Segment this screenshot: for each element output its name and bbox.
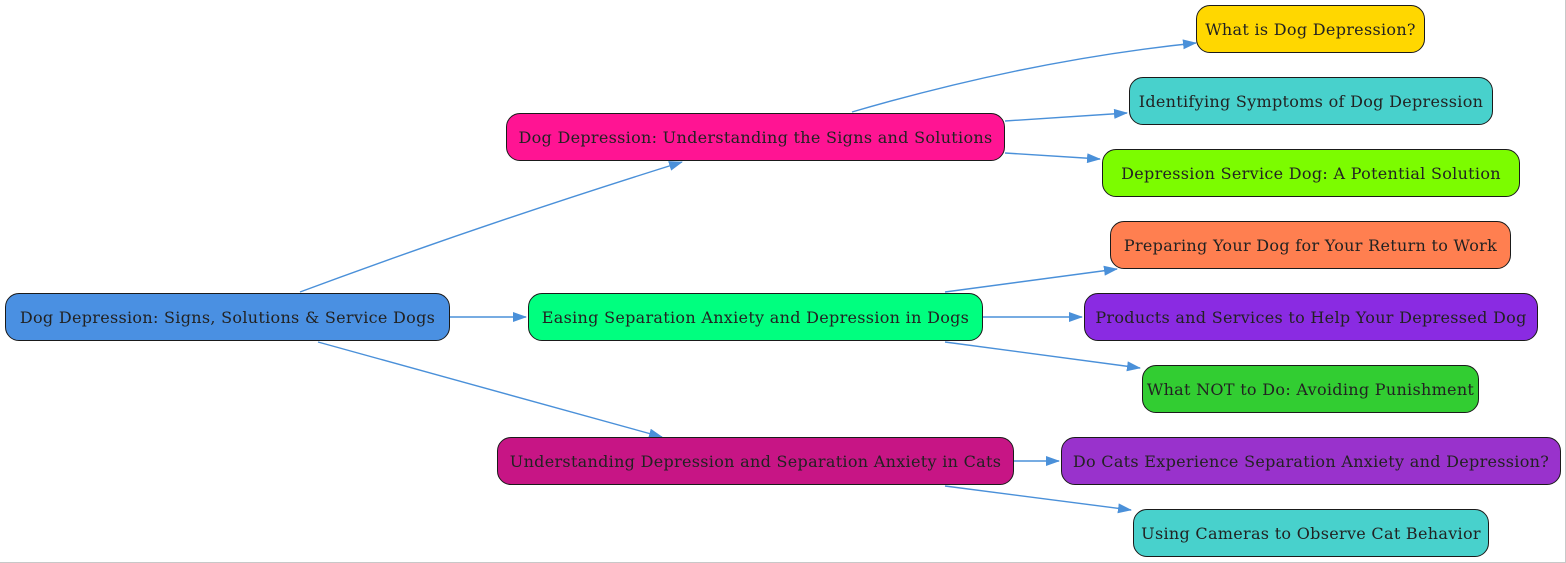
node-label: Identifying Symptoms of Dog Depression xyxy=(1138,91,1484,111)
node-identifying-symptoms: Identifying Symptoms of Dog Depression xyxy=(1129,77,1493,125)
node-return-to-work: Preparing Your Dog for Your Return to Wo… xyxy=(1110,221,1511,269)
edge-c-to-c2 xyxy=(944,485,1132,514)
node-label: Using Cameras to Observe Cat Behavior xyxy=(1141,523,1481,543)
node-root: Dog Depression: Signs, Solutions & Servi… xyxy=(5,293,450,341)
node-root-label: Dog Depression: Signs, Solutions & Servi… xyxy=(19,307,436,327)
node-label: Dog Depression: Understanding the Signs … xyxy=(518,127,993,147)
node-easing-separation-anxiety: Easing Separation Anxiety and Depression… xyxy=(528,293,983,341)
node-label: Preparing Your Dog for Your Return to Wo… xyxy=(1123,235,1498,255)
edge-root-to-a xyxy=(299,161,683,293)
edge-b-to-b3 xyxy=(944,341,1141,372)
node-what-is-dog-depression: What is Dog Depression? xyxy=(1196,5,1425,53)
node-products-and-services: Products and Services to Help Your Depre… xyxy=(1084,293,1538,341)
node-label: What is Dog Depression? xyxy=(1205,19,1416,39)
node-label: Understanding Depression and Separation … xyxy=(509,451,1002,471)
edge-root-to-c xyxy=(317,341,663,439)
node-label: Depression Service Dog: A Potential Solu… xyxy=(1121,163,1501,183)
node-label: Easing Separation Anxiety and Depression… xyxy=(541,307,970,327)
edge-a-to-a1 xyxy=(851,39,1197,113)
node-label: What NOT to Do: Avoiding Punishment xyxy=(1146,379,1475,399)
edge-a-to-a3 xyxy=(1004,152,1101,164)
node-cats-depression: Understanding Depression and Separation … xyxy=(497,437,1014,485)
edge-b-to-b1 xyxy=(944,265,1118,293)
node-cameras-cat-behavior: Using Cameras to Observe Cat Behavior xyxy=(1133,509,1489,557)
node-label: Do Cats Experience Separation Anxiety an… xyxy=(1072,451,1550,471)
node-service-dog-solution: Depression Service Dog: A Potential Solu… xyxy=(1102,149,1520,197)
node-dog-depression-understanding: Dog Depression: Understanding the Signs … xyxy=(506,113,1005,161)
node-cats-separation-anxiety: Do Cats Experience Separation Anxiety an… xyxy=(1061,437,1561,485)
node-label: Products and Services to Help Your Depre… xyxy=(1095,307,1527,327)
edge-a-to-a2 xyxy=(1004,108,1128,122)
node-avoiding-punishment: What NOT to Do: Avoiding Punishment xyxy=(1142,365,1479,413)
